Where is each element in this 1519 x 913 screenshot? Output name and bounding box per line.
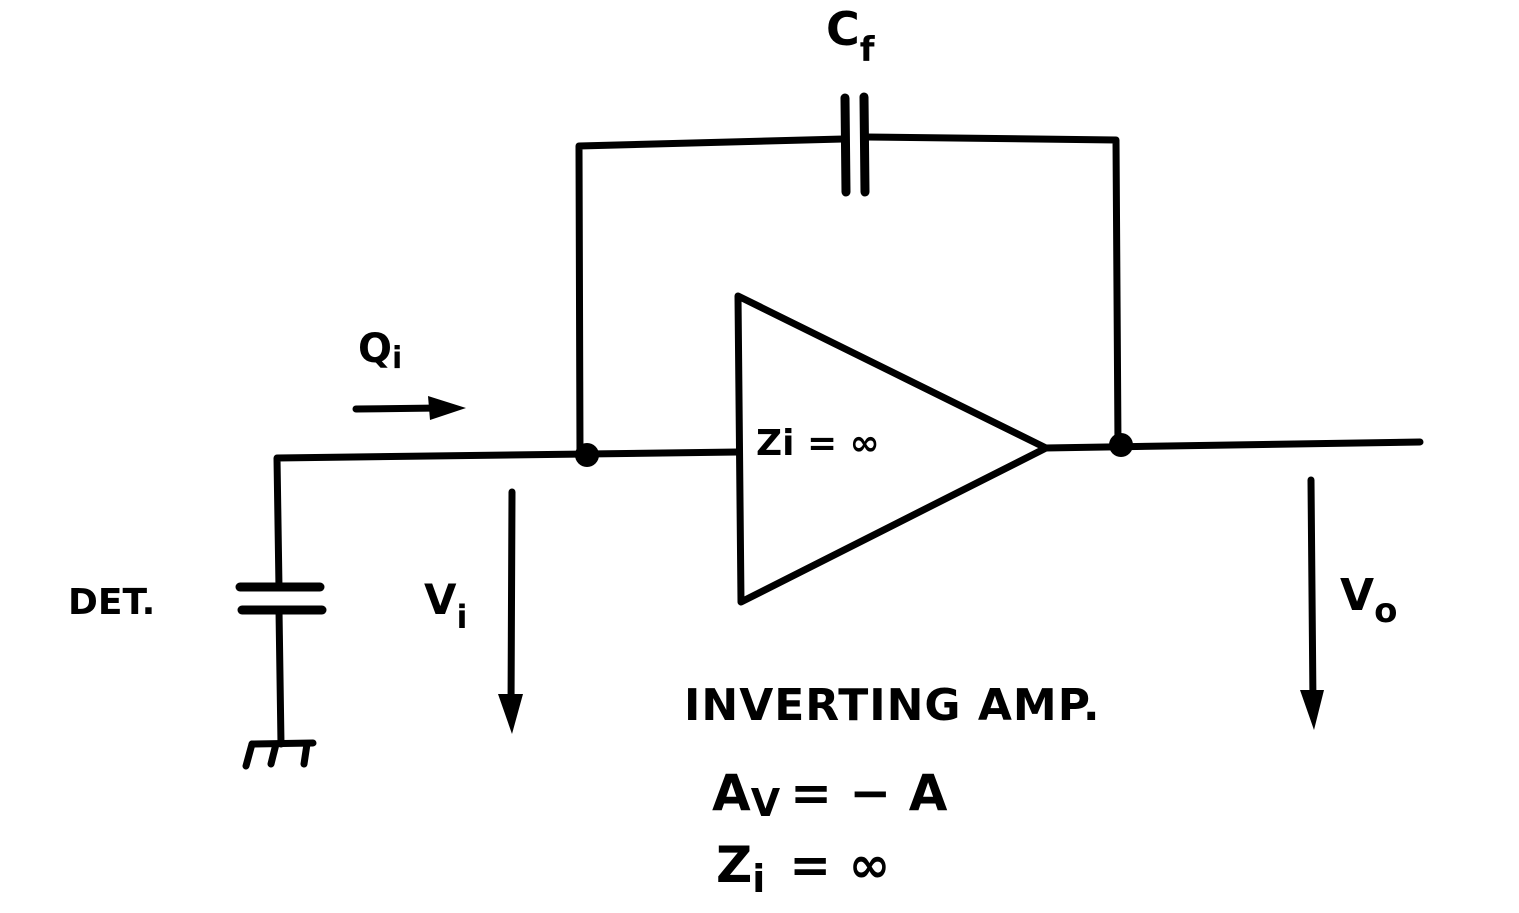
input-charge-label: Qi [358, 326, 402, 376]
ground-icon [242, 739, 317, 770]
gain-equation: AV= − A [712, 764, 948, 825]
detector-label: DET. [68, 582, 155, 623]
feedback-capacitor-label: Cf [826, 2, 876, 70]
diagram-title: INVERTING AMP. [684, 680, 1101, 731]
output-voltage-label: Vo [1340, 570, 1397, 631]
input-node-dot [575, 443, 599, 467]
output-voltage-arrow-icon [1300, 476, 1324, 730]
input-voltage-arrow-icon [498, 488, 523, 734]
feedback-wire-left [575, 135, 847, 460]
detector-lower-wire [275, 606, 285, 748]
feedback-capacitor-plate-left [840, 93, 851, 197]
input-voltage-label: Vi [424, 575, 467, 636]
output-node-dot [1109, 433, 1133, 457]
amp-impedance-label: Zi = ∞ [756, 423, 880, 464]
feedback-wire-right [862, 133, 1122, 450]
input-wire [273, 448, 742, 592]
output-wire [1041, 438, 1424, 452]
feedback-capacitor-plate-right [859, 92, 870, 197]
op-amp-triangle [734, 292, 1050, 606]
charge-arrow-icon [352, 396, 466, 420]
impedance-equation: Zi= ∞ [716, 836, 890, 901]
